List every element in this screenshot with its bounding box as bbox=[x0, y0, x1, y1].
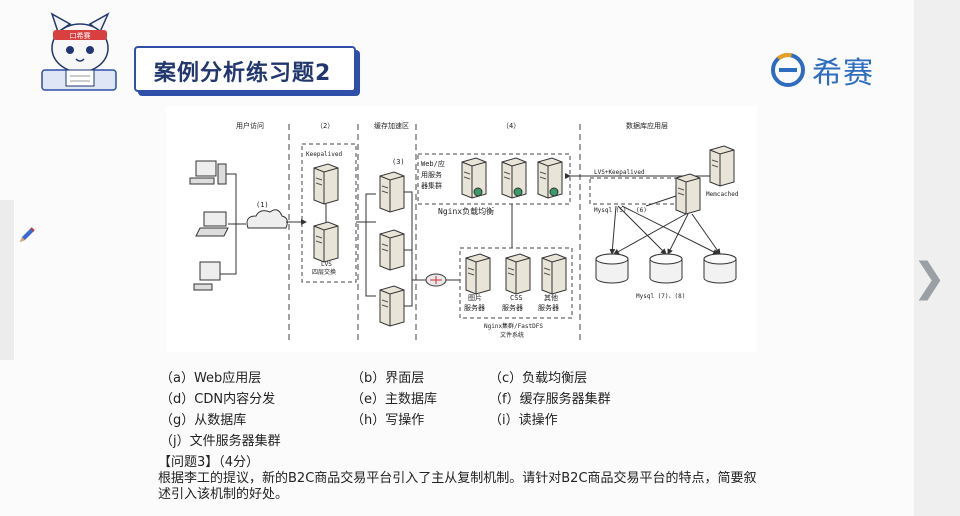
logo-mark-icon bbox=[771, 53, 805, 87]
label-fs-2: 文件系统 bbox=[500, 331, 524, 339]
mysql-db-2 bbox=[649, 253, 683, 284]
option-h: （h）写操作 bbox=[351, 413, 425, 428]
label-lvs-keepalived: LVS+Keepalived bbox=[594, 169, 645, 176]
logo-text: 希赛 bbox=[812, 56, 874, 91]
label-web-cluster-2: 用服务 bbox=[421, 170, 442, 179]
option-f: （f）缓存服务器集群 bbox=[489, 392, 611, 407]
lvs-server-1 bbox=[313, 163, 339, 205]
client-laptop bbox=[195, 211, 229, 237]
page-title: 案例分析练习题2 bbox=[154, 61, 332, 86]
label-css-2: 服务器 bbox=[502, 303, 523, 312]
option-e: （e）主数据库 bbox=[351, 392, 437, 407]
question-heading: 【问题3】（4分） bbox=[158, 455, 260, 470]
option-j: （j）文件服务器集群 bbox=[160, 434, 281, 449]
label-other-1: 其他 bbox=[544, 293, 558, 302]
title-bar bbox=[134, 46, 356, 92]
cache-server-2 bbox=[379, 229, 405, 271]
answer-options: （a）Web应用层 （b）界面层 （c）负载均衡层 （d）CDN内容分发 （e）… bbox=[160, 366, 611, 450]
label-mysql5: Mysql (5) bbox=[594, 207, 627, 214]
label-web-cluster-3: 器集群 bbox=[421, 181, 442, 190]
cloud-icon bbox=[246, 209, 288, 229]
mysql-db-3 bbox=[703, 253, 737, 284]
label-css-1: CSS bbox=[510, 294, 523, 302]
option-a: （a）Web应用层 bbox=[160, 371, 262, 386]
right-edge-strip: ❯ bbox=[912, 0, 960, 516]
left-edge-strip bbox=[0, 200, 14, 360]
label-3: (3) bbox=[392, 158, 405, 166]
label-keepalived: Keepalived bbox=[306, 151, 343, 158]
mysql-db-1 bbox=[595, 253, 629, 284]
mascot-band-text: 口希赛 bbox=[70, 31, 91, 40]
label-other-2: 服务器 bbox=[538, 303, 559, 312]
label-memcached: Memcached bbox=[706, 191, 739, 198]
client-terminal bbox=[193, 261, 221, 291]
title-banner: 口希赛 案例分析练习题2 bbox=[41, 12, 359, 98]
other-server bbox=[541, 253, 567, 295]
label-6: (6) bbox=[636, 207, 647, 214]
zone-2: （2） bbox=[316, 122, 334, 130]
pencil-icon[interactable] bbox=[18, 226, 36, 244]
label-nginx-lb: Nginx负载均衡 bbox=[438, 206, 494, 216]
cache-server-3 bbox=[379, 285, 405, 327]
question-block: 【问题3】（4分） 根据李工的提议，新的B2C商品交易平台引入了主从复制机制。请… bbox=[158, 455, 758, 503]
zone-4: （4） bbox=[502, 122, 520, 130]
option-d: （d）CDN内容分发 bbox=[160, 392, 276, 407]
zone-cache: 缓存加速区 bbox=[374, 121, 409, 130]
question-body: 根据李工的提议，新的B2C商品交易平台引入了主从复制机制。请针对B2C商品交易平… bbox=[158, 471, 757, 502]
memcached-server bbox=[709, 145, 735, 187]
label-web-cluster-1: Web/应 bbox=[421, 159, 445, 168]
option-b: （b）界面层 bbox=[351, 371, 425, 386]
mascot-cat-icon: 口希赛 bbox=[41, 12, 117, 91]
lvs-server-2 bbox=[313, 221, 339, 263]
image-server bbox=[465, 253, 491, 295]
zone-user-access: 用户访问 bbox=[236, 121, 264, 130]
label-mysql78: Mysql (7)、(8) bbox=[636, 293, 685, 300]
client-desktop bbox=[189, 160, 227, 185]
option-i: （i）读操作 bbox=[489, 413, 558, 428]
label-1: (1) bbox=[256, 201, 269, 209]
label-img-2: 服务器 bbox=[464, 303, 485, 312]
router-icon bbox=[425, 273, 447, 287]
css-server bbox=[505, 253, 531, 295]
chevron-right-icon[interactable]: ❯ bbox=[912, 255, 946, 301]
label-img-1: 图片 bbox=[468, 293, 482, 302]
architecture-diagram: 用户访问 （2） 缓存加速区 （4） 数据库应用层 bbox=[166, 106, 757, 352]
options-row: （a）Web应用层 （b）界面层 （c）负载均衡层 bbox=[160, 366, 611, 387]
label-fs-1: Nginx集群/FastDFS bbox=[484, 322, 543, 330]
label-lvs: LVS bbox=[321, 261, 332, 268]
option-g: （g）从数据库 bbox=[160, 413, 247, 428]
options-row: （g）从数据库 （h）写操作 （i）读操作 bbox=[160, 408, 611, 429]
zone-database: 数据库应用层 bbox=[626, 121, 668, 130]
option-c: （c）负载均衡层 bbox=[489, 371, 588, 386]
brand-logo: 希赛 bbox=[770, 48, 874, 92]
options-row: （d）CDN内容分发 （e）主数据库 （f）缓存服务器集群 bbox=[160, 387, 611, 408]
db-proxy-server bbox=[675, 173, 701, 215]
cache-server-1 bbox=[379, 171, 405, 213]
options-row: （j）文件服务器集群 bbox=[160, 429, 611, 450]
label-lvs-sub: 四层交换 bbox=[312, 268, 336, 276]
